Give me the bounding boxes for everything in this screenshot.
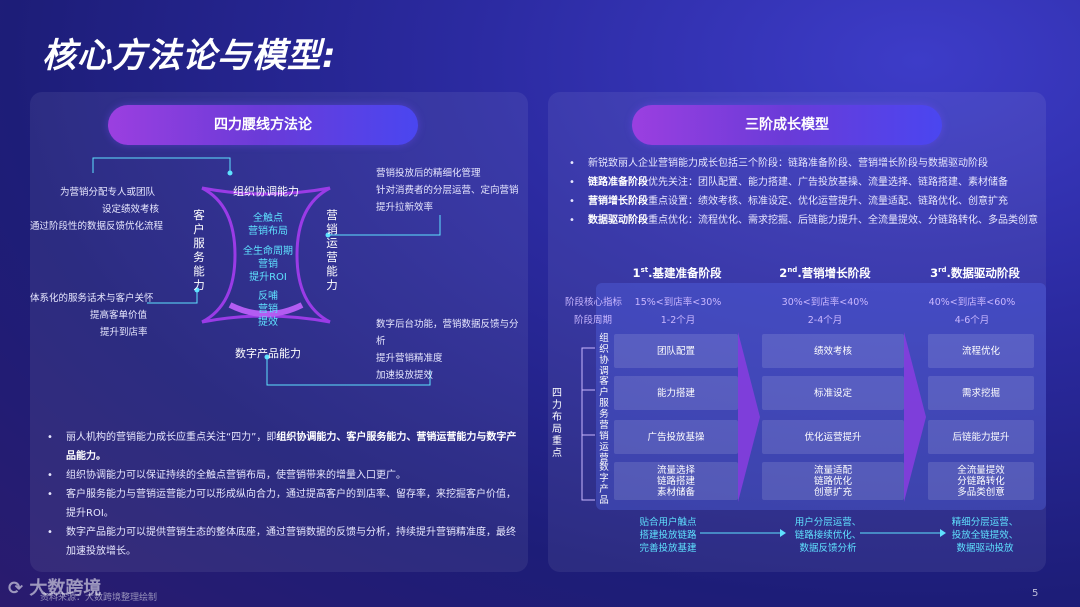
cell-r1-c0: 能力搭建 — [614, 376, 738, 410]
stage-2-title: 2nd.营销增长阶段 — [779, 266, 871, 280]
page-number: 5 — [1032, 588, 1039, 599]
cell-r0-c1: 绩效考核 — [762, 334, 904, 368]
intro-3: 数据驱动阶段重点优化：流程优化、需求挖掘、后链能力提升、全流量提效、分链路转化、… — [560, 211, 1040, 230]
source-note: 资料来源：大数跨境整理绘制 — [40, 593, 158, 603]
footer-arrows — [700, 529, 946, 537]
cap-marketing: 营销运营能力 — [326, 208, 338, 292]
row-label-0: 组织协调 — [599, 333, 609, 377]
metric-label: 阶段核心指标 — [564, 297, 622, 308]
note: 通过阶段性的数据反馈优化流程 — [30, 221, 164, 232]
note: 设定绩效考核 — [102, 204, 160, 215]
stage-2-period: 2-4个月 — [807, 315, 843, 326]
right-intro: 新锐致丽人企业营销能力成长包括三个阶段：链路准备阶段、营销增长阶段与数据驱动阶段… — [560, 154, 1040, 230]
three-stage-model-pill: 三阶成长模型 — [632, 105, 942, 145]
stage-2-metric: 30%<到店率<40% — [781, 297, 869, 308]
footer-stage-3: 精细分层运营、 投放全链提效、 数据驱动投放 — [951, 517, 1019, 554]
cell-r1-c1: 标准设定 — [762, 376, 904, 410]
cell-r0-c2: 流程优化 — [928, 334, 1034, 368]
cell-r2-c2: 后链能力提升 — [928, 420, 1034, 454]
center-c1: 全触点 营销布局 — [248, 213, 288, 237]
cell-r3-c2: 全流量提效 分链路转化 多品类创意 — [928, 462, 1034, 500]
stage-3-title: 3rd.数据驱动阶段 — [930, 266, 1020, 280]
stage-grid-bg — [596, 283, 1046, 510]
note: 提升到店率 — [100, 327, 148, 338]
cell-r2-c0: 广告投放基操 — [614, 420, 738, 454]
note: 体系化的服务话术与客户关怀 — [30, 293, 154, 304]
cap-service: 客户服务能力 — [193, 208, 205, 292]
cell-r1-c2: 需求挖掘 — [928, 376, 1034, 410]
top-right-notes: 营销投放后的精细化管理 针对消费者的分层运营、定向营销 提升拉新效率 — [376, 165, 526, 216]
note: 营销投放后的精细化管理 — [376, 168, 481, 179]
page-title: 核心方法论与模型: — [42, 36, 337, 76]
side-bracket — [581, 347, 595, 501]
left-bullets: 丽人机构的营销能力成长应重点关注“四力”，即组织协调能力、客户服务能力、营销运营… — [38, 428, 518, 561]
cell-r2-c1: 优化运营提升 — [762, 420, 904, 454]
mid-left-notes: 体系化的服务话术与客户关怀 提高客单价值 提升到店率 — [30, 290, 200, 341]
intro-0: 新锐致丽人企业营销能力成长包括三个阶段：链路准备阶段、营销增长阶段与数据驱动阶段 — [560, 154, 1040, 173]
cell-r3-c0: 流量选择 链路搭建 素材储备 — [614, 462, 738, 500]
stage-1-title: 1st.基建准备阶段 — [632, 266, 722, 280]
footer-stage-1: 贴合用户触点 搭建投放链路 完善投放基建 — [639, 517, 697, 554]
bottom-right-notes: 数字后台功能，营销数据反馈与分析 提升营销精准度 加速投放提效 — [376, 316, 526, 384]
cap-digital: 数字产品能力 — [235, 347, 301, 360]
center-c3: 反哺 营销 提效 — [258, 291, 278, 328]
left-bullet-3: 数字产品能力可以提供营销生态的整体底座，通过营销数据的反馈与分析，持续提升营销精… — [38, 523, 518, 561]
left-bullet-1: 组织协调能力可以保证持续的全触点营销布局，使营销带来的增量入口更广。 — [38, 466, 518, 485]
footer-stage-2: 用户分层运营、 链路接续优化、 数据反馈分析 — [794, 517, 862, 554]
left-bullet-2: 客户服务能力与营销运营能力可以形成纵向合力，通过提高客户的到店率、留存率，来挖掘… — [38, 485, 518, 523]
row-label-2: 营销运营 — [599, 420, 609, 464]
stage-3-period: 4-6个月 — [954, 315, 990, 326]
note: 数字后台功能，营销数据反馈与分析 — [376, 319, 519, 347]
brand-logo-icon: ⟳ — [8, 578, 24, 599]
top-left-notes: 为营销分配专人或团队 设定绩效考核 通过阶段性的数据反馈优化流程 — [30, 184, 190, 235]
cap-org: 组织协调能力 — [233, 185, 299, 198]
cell-r0-c0: 团队配置 — [614, 334, 738, 368]
note: 提升营销精准度 — [376, 353, 443, 364]
four-power-method-pill: 四力腰线方法论 — [108, 105, 418, 145]
row-label-1: 客户服务 — [599, 376, 609, 420]
note: 加速投放提效 — [376, 370, 434, 381]
stage-1-period: 1-2个月 — [660, 315, 696, 326]
period-label: 阶段周期 — [573, 315, 612, 326]
note: 针对消费者的分层运营、定向营销 — [376, 185, 519, 196]
four-power-diagram — [92, 157, 441, 386]
stage-chevrons — [738, 332, 926, 502]
note: 提升拉新效率 — [376, 202, 434, 213]
cell-r3-c1: 流量适配 链路优化 创意扩充 — [762, 462, 904, 500]
row-label-3: 数字产品 — [599, 462, 609, 506]
left-bullet-0: 丽人机构的营销能力成长应重点关注“四力”，即组织协调能力、客户服务能力、营销运营… — [38, 428, 518, 466]
stage-3-metric: 40%<到店率<60% — [928, 297, 1016, 308]
side-label: 四力布局重点 — [552, 388, 562, 459]
center-c2: 全生命周期 营销 提升ROI — [243, 246, 293, 283]
intro-2: 营销增长阶段重点设置：绩效考核、标准设定、优化运营提升、流量适配、链路优化、创意… — [560, 192, 1040, 211]
brand-watermark: ⟳ 大数跨境 — [8, 578, 102, 599]
stage-1-metric: 15%<到店率<30% — [634, 297, 722, 308]
intro-1: 链路准备阶段优先关注：团队配置、能力搭建、广告投放基操、流量选择、链路搭建、素材… — [560, 173, 1040, 192]
note: 提高客单价值 — [90, 310, 148, 321]
note: 为营销分配专人或团队 — [60, 187, 156, 198]
